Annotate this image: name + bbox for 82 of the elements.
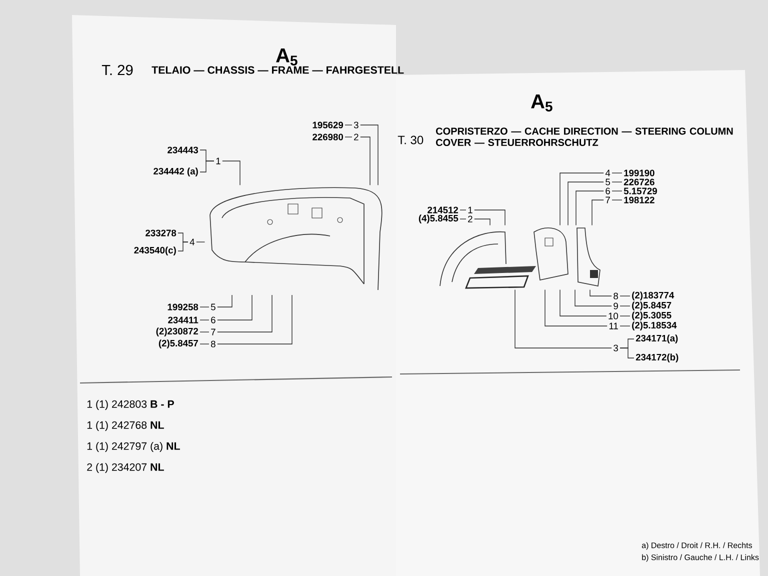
callout-number: 8 [614,292,618,300]
parts-row: 1 (1) 242797 (a) NL [87,442,180,452]
leader-line [217,294,232,308]
callout-number: 1 [216,158,220,164]
callout-number: 10 [608,312,618,320]
leader-line [560,172,604,226]
leader-line [222,160,240,186]
part-number: (2)5.3055 [632,312,672,320]
callout-number: 1 [468,206,472,214]
leader-line [620,348,634,358]
part-number: (2)5.8457 [632,302,672,310]
leader-line [544,289,608,326]
callout-number: 3 [354,122,358,128]
leader-line [217,294,272,332]
part-number: (4)5.8455 [418,214,458,224]
steering-cover-drawing [440,228,600,289]
part-number: 233278 [146,230,176,236]
part-number: 234443 [168,146,198,154]
callout-number: 6 [606,188,610,194]
parts-row: 2 (1) 234207 NL [87,463,164,473]
footnote: a) Destro / Droit / R.H. / Rechts [642,542,752,550]
leader-line [460,218,466,220]
part-number: 226980 [312,134,344,140]
callout-number: 9 [614,302,618,310]
page-code: A$_{5}$ [531,94,552,112]
leader-line [560,289,607,316]
page-code: A$_{5}$ [276,48,298,66]
callout-number: 6 [211,316,216,324]
part-number: (2)230872 [156,328,198,336]
part-number: 198122 [624,196,654,204]
parts-row: 1 (1) 242803 B - P [87,400,174,410]
section-heading: COPRISTERZO — CACHE DIRECTION — STEERING COLUMN COVER — STEUERROHRSCHUTZ [436,128,733,146]
part-number: 234172(b) [636,354,678,362]
callout-number: 3 [614,344,618,352]
part-number: (2)183774 [632,292,674,300]
leader-line [612,190,622,192]
part-number: 5.15729 [624,188,657,194]
leader-line [360,124,378,186]
parts-row: 1 (1) 242768 NL [87,421,164,431]
leader-line [568,182,604,226]
section-heading: TELAIO — CHASSIS — FRAME — FAHRGESTELL [152,66,404,74]
leader-line [612,172,622,174]
callout-number: 11 [609,322,618,330]
callout-number: 5 [210,304,216,310]
callout-number: 7 [211,328,216,336]
part-number: (2)5.18534 [632,322,677,330]
leader-line [474,210,506,226]
leader-line [576,190,604,226]
part-number: 226726 [624,178,654,186]
callout-number: 8 [211,340,216,348]
callout-number: 4 [605,170,610,176]
leader-line [178,242,188,252]
leader-line [217,294,292,344]
footnote: b) Sinistro / Gauche / L.H. / Links [642,554,759,562]
part-number: 234171(a) [636,334,678,344]
part-number: 195629 [312,122,344,128]
leader-line [574,289,612,306]
leader-line [200,160,214,172]
callout-number: 4 [190,238,195,246]
leader-line [200,306,210,308]
part-number: 234442 (a) [154,168,198,176]
part-number: 199190 [624,170,654,176]
leader-line [360,136,370,186]
part-number: 243540(c) [134,246,176,256]
table-number: T. 29 [102,64,133,76]
part-number: 234411 [168,316,198,324]
leader-line [592,200,604,226]
callout-number: 5 [606,178,610,186]
callout-number: 7 [606,196,610,204]
leader-line [514,289,612,348]
callout-number: 2 [354,134,358,140]
part-number: 199258 [168,304,198,310]
table-number: T. 30 [398,136,424,144]
leader-line [344,136,352,138]
frame-drawing [210,187,382,290]
callout-number: 2 [468,216,472,222]
leader-line [217,294,252,320]
part-number: 214512 [428,206,458,214]
leader-line [474,218,490,226]
leader-line [344,124,352,126]
leader-line [590,289,612,296]
part-number: (2)5.8457 [158,340,198,348]
